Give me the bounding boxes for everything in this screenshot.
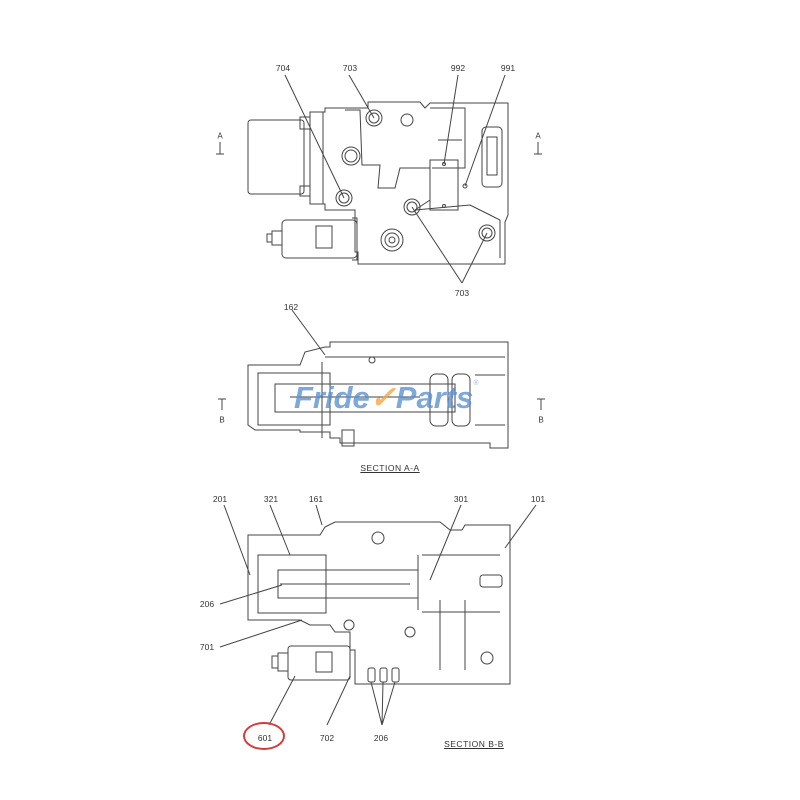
section-a-a-view — [247, 309, 509, 449]
part-label-201: 201 — [212, 494, 228, 504]
section-marker-a-right: A — [535, 131, 541, 141]
section-marker-b-left: B — [219, 415, 225, 425]
section-arrows — [216, 142, 545, 410]
part-label-321: 321 — [263, 494, 279, 504]
top-view — [247, 74, 509, 284]
section-a-a-title: SECTION A-A — [360, 463, 420, 473]
watermark-text-right: Parts — [395, 380, 474, 415]
section-b-b-title: SECTION B-B — [444, 739, 504, 749]
registered-icon: ® — [473, 380, 479, 387]
part-label-703-bottom: 703 — [454, 288, 470, 298]
part-label-704: 704 — [275, 63, 291, 73]
part-label-703-top: 703 — [342, 63, 358, 73]
checkmark-icon: ✓ — [369, 380, 396, 415]
part-label-992: 992 — [450, 63, 466, 73]
section-marker-b-right: B — [538, 415, 544, 425]
part-label-701: 701 — [199, 642, 215, 652]
part-label-702: 702 — [319, 733, 335, 743]
highlight-circle-601 — [243, 722, 285, 750]
section-marker-a-left: A — [217, 131, 223, 141]
watermark-text-left: Fride — [294, 380, 370, 415]
part-label-301: 301 — [453, 494, 469, 504]
part-label-101: 101 — [530, 494, 546, 504]
part-label-991: 991 — [500, 63, 516, 73]
part-label-162: 162 — [283, 302, 299, 312]
part-label-206-bottom: 206 — [373, 733, 389, 743]
part-label-206-left: 206 — [199, 599, 215, 609]
watermark-logo: Fride✓Parts® — [294, 380, 479, 416]
part-label-161: 161 — [308, 494, 324, 504]
section-b-b-view — [219, 504, 537, 726]
